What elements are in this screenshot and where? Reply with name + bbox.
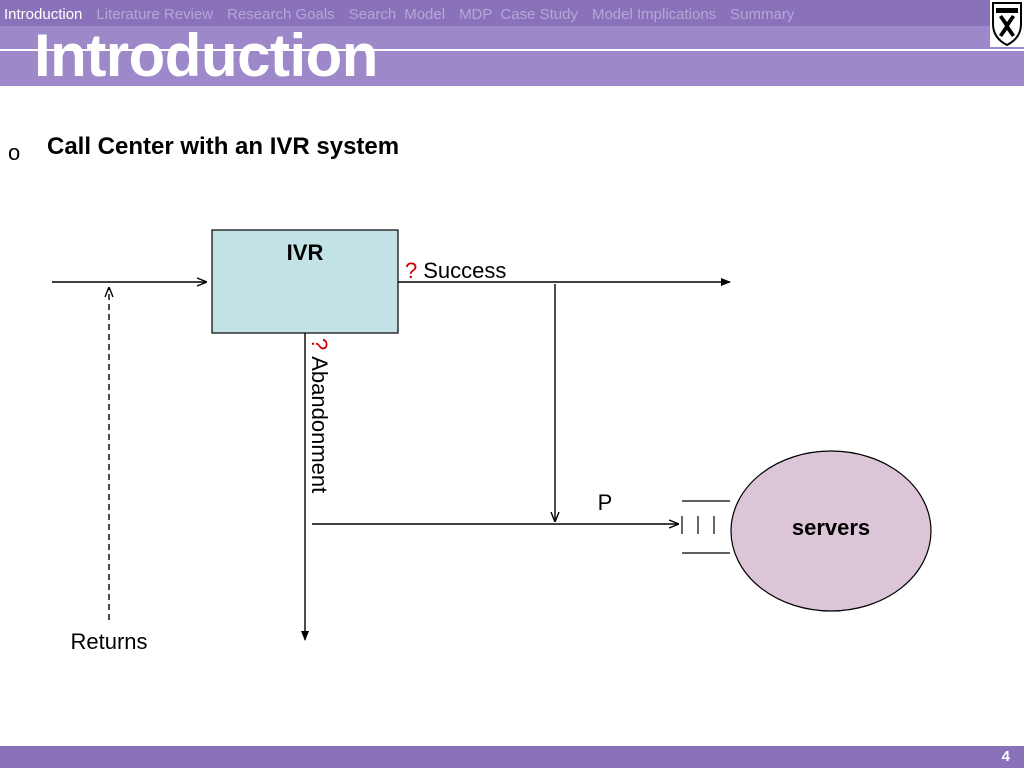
slide-title: Introduction: [34, 22, 378, 89]
abandonment-text: Abandonment: [307, 356, 332, 493]
success-question-mark: ?: [405, 258, 417, 283]
ivr-label: IVR: [287, 240, 324, 265]
servers-label: servers: [792, 515, 870, 540]
university-emblem-icon: [990, 0, 1024, 47]
nav-item-model-implications[interactable]: Model Implications: [591, 6, 717, 23]
queue-buffer: [681, 500, 730, 554]
success-text: Success: [423, 258, 506, 283]
footer-bar: 4: [0, 746, 1024, 768]
servers-node: [730, 450, 932, 612]
abandonment-label: ? Abandonment: [307, 338, 332, 493]
nav-item-research-goals[interactable]: Research Goals: [227, 6, 335, 23]
nav-strip: [0, 0, 1024, 26]
ivr-box: [211, 229, 399, 334]
nav-item-model[interactable]: Model: [404, 6, 446, 23]
nav-item-search[interactable]: Search: [348, 6, 397, 23]
section-nav: Introduction Literature Review Research …: [4, 6, 808, 23]
p-label: P: [598, 490, 613, 515]
returns-label: Returns: [70, 629, 147, 654]
nav-item-mdp[interactable]: MDP: [459, 6, 493, 23]
nav-item-case-study[interactable]: Case Study: [500, 6, 578, 23]
nav-item-summary[interactable]: Summary: [730, 6, 795, 23]
success-label: ?Success: [405, 258, 506, 283]
page-number: 4: [1001, 748, 1010, 765]
nav-item-introduction[interactable]: Introduction: [4, 6, 83, 23]
header-bar: Introduction Literature Review Research …: [0, 0, 1024, 89]
abandonment-question-mark: ?: [307, 338, 332, 350]
bullet-marker: o: [8, 140, 21, 165]
header-divider: [0, 49, 1024, 51]
nav-item-literature-review[interactable]: Literature Review: [96, 6, 214, 23]
bullet-text: Call Center with an IVR system: [47, 133, 400, 160]
